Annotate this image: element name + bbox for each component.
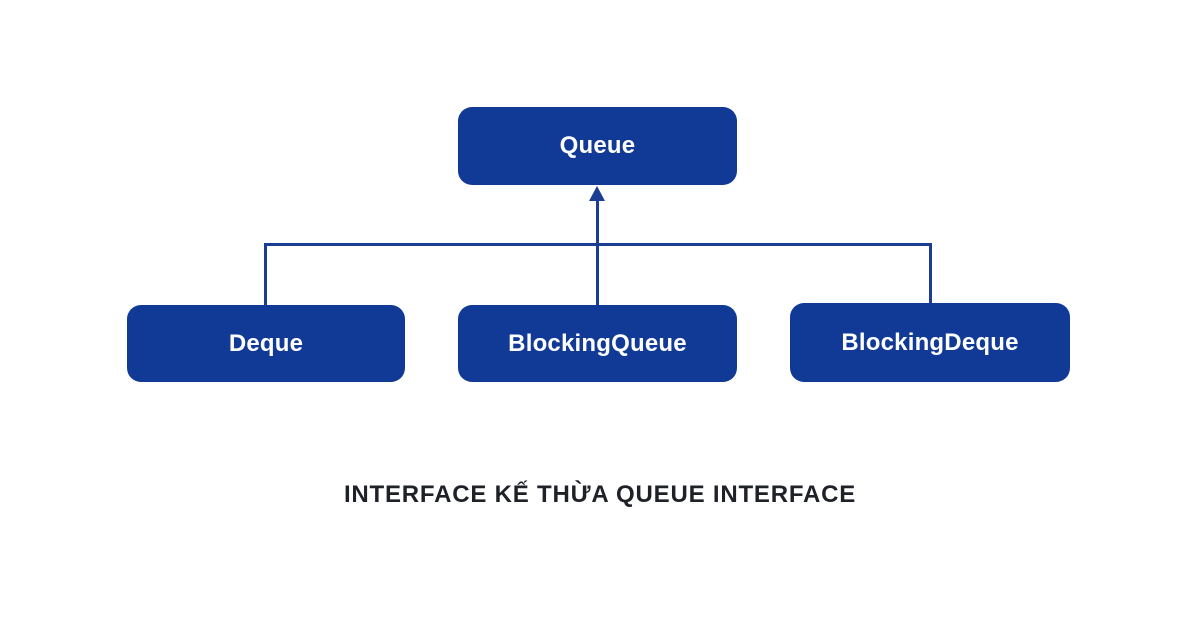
connector-left-drop-line	[264, 243, 267, 305]
diagram-caption: INTERFACE KẾ THỪA QUEUE INTERFACE	[343, 481, 857, 508]
connector-right-drop-line	[929, 243, 932, 303]
node-blockingdeque: BlockingDeque	[790, 303, 1070, 382]
node-blockingqueue: BlockingQueue	[458, 305, 737, 382]
node-blockingdeque-label: BlockingDeque	[841, 328, 1019, 356]
node-queue: Queue	[458, 107, 737, 185]
node-deque: Deque	[127, 305, 405, 382]
node-blockingqueue-label: BlockingQueue	[508, 329, 687, 357]
connector-center-line	[596, 197, 599, 305]
node-queue-label: Queue	[559, 132, 636, 159]
arrow-up-icon	[589, 186, 605, 201]
node-deque-label: Deque	[228, 329, 304, 357]
